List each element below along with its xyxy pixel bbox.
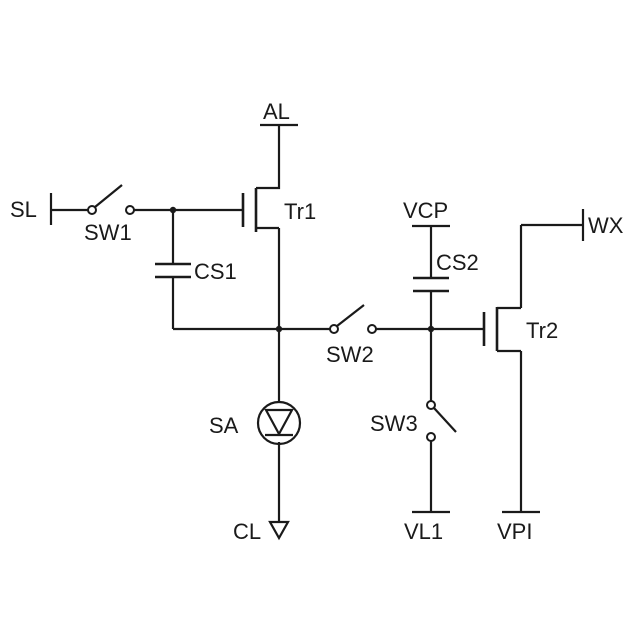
- switch-sw3: [427, 401, 456, 441]
- junction-cs2-sw3: [428, 326, 434, 332]
- label-sw2: SW2: [326, 342, 374, 367]
- label-sw3: SW3: [370, 411, 418, 436]
- sw2-contact-right: [368, 325, 376, 333]
- junction-cs1-top: [170, 207, 176, 213]
- label-sa: SA: [209, 413, 239, 438]
- label-cs2: CS2: [436, 250, 479, 275]
- sa-circle: [258, 402, 300, 444]
- label-tr1: Tr1: [284, 199, 316, 224]
- label-cs1: CS1: [194, 259, 237, 284]
- element-sa: [258, 402, 300, 444]
- sw2-contact-left: [330, 325, 338, 333]
- capacitor-cs2: [413, 278, 449, 291]
- sw3-contact-top: [427, 401, 435, 409]
- label-sl: SL: [10, 197, 37, 222]
- transistor-tr2: [484, 307, 521, 351]
- label-wx: WX: [588, 213, 624, 238]
- label-vcp: VCP: [403, 198, 448, 223]
- label-al: AL: [263, 99, 290, 124]
- capacitor-cs1: [155, 264, 191, 277]
- wires: [51, 125, 583, 522]
- sw2-blade: [337, 305, 364, 326]
- label-vpi: VPI: [497, 519, 532, 544]
- label-vl1: VL1: [404, 519, 443, 544]
- switch-sw1: [88, 185, 134, 214]
- cl-terminal-triangle: [270, 522, 288, 538]
- label-cl: CL: [233, 519, 261, 544]
- junction-tr1-source: [276, 326, 282, 332]
- labels: AL SL SW1 Tr1 CS1 VCP CS2 WX SW2 Tr2 SA …: [10, 99, 624, 544]
- sw1-contact-right: [126, 206, 134, 214]
- sw3-blade: [434, 408, 456, 432]
- switch-sw2: [330, 305, 376, 333]
- sw3-contact-bottom: [427, 433, 435, 441]
- sa-diode-triangle: [266, 410, 292, 434]
- sw1-blade: [95, 185, 122, 207]
- sw1-contact-left: [88, 206, 96, 214]
- label-tr2: Tr2: [526, 318, 558, 343]
- transistor-tr1: [243, 180, 279, 232]
- tr1-drain: [256, 180, 279, 188]
- label-sw1: SW1: [84, 220, 132, 245]
